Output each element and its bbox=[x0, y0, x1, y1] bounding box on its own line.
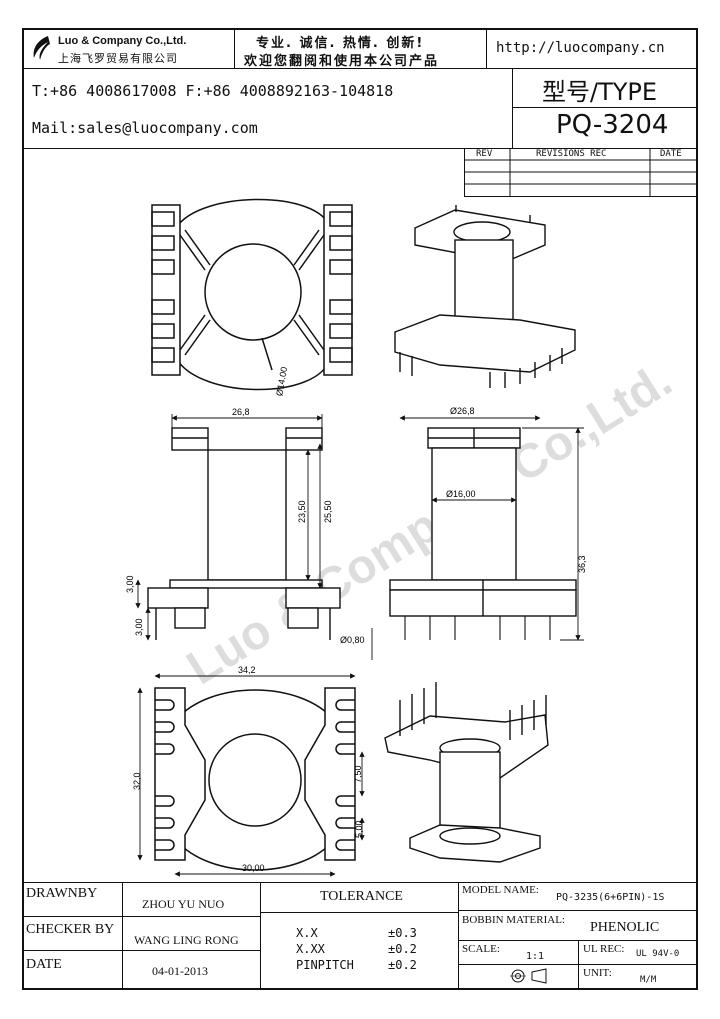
ul-value: UL 94V-0 bbox=[636, 949, 680, 959]
front-view bbox=[389, 427, 577, 640]
bottom-width-top-label: 34,2 bbox=[238, 665, 256, 675]
material-value: PHENOLIC bbox=[590, 920, 660, 935]
mail-address[interactable]: Mail:sales@luocompany.com bbox=[32, 119, 258, 137]
tb-right-sep bbox=[578, 940, 579, 990]
tb-row-1 bbox=[22, 916, 260, 917]
website-link[interactable]: http://luocompany.cn bbox=[496, 40, 665, 56]
side-h1-label: 23,50 bbox=[297, 500, 307, 523]
tolerance-label: TOLERANCE bbox=[320, 889, 403, 904]
tol1-key: X.X bbox=[296, 926, 318, 940]
drawnby-label: DRAWNBY bbox=[26, 886, 98, 901]
unit-value: M/M bbox=[640, 975, 657, 985]
scale-label: SCALE: bbox=[462, 943, 500, 955]
bottom-pitch2-label: 5,00 bbox=[354, 820, 364, 838]
model-value: PQ-3235(6+6PIN)-1S bbox=[556, 892, 665, 903]
front-dia-top-label: Ø26,8 bbox=[450, 406, 475, 416]
ul-label: UL REC: bbox=[583, 943, 625, 955]
slogan-line-2: 欢迎您翻阅和使用本公司产品 bbox=[244, 54, 440, 69]
date-label: DATE bbox=[26, 957, 62, 972]
tol3-val: ±0.2 bbox=[388, 958, 417, 972]
iso-view-bottom bbox=[384, 682, 549, 863]
header-sep-2 bbox=[486, 28, 487, 68]
front-height-label: 36,3 bbox=[577, 555, 587, 573]
iso-view-top bbox=[394, 205, 576, 388]
date-value: 04-01-2013 bbox=[152, 964, 208, 978]
type-label: 型号/TYPE bbox=[542, 78, 658, 106]
bottom-height-label: 32,0 bbox=[132, 772, 142, 790]
top-view bbox=[151, 198, 353, 391]
side-view bbox=[147, 427, 341, 640]
material-label: BOBBIN MATERIAL: bbox=[462, 914, 565, 926]
tb-sep-3 bbox=[458, 882, 459, 990]
company-logo-icon bbox=[28, 34, 52, 62]
bottom-pitch1-label: 7,50 bbox=[353, 765, 363, 783]
side-pin-label: 3,00 bbox=[134, 618, 144, 636]
front-view-dims bbox=[371, 415, 584, 660]
tol1-val: ±0.3 bbox=[388, 926, 417, 940]
tol3-key: PINPITCH bbox=[296, 958, 354, 972]
tol2-val: ±0.2 bbox=[388, 942, 417, 956]
front-dia-core-label: Ø16,00 bbox=[446, 489, 476, 499]
titleblock-top bbox=[22, 882, 698, 883]
phone-fax: T:+86 4008617008 F:+86 4008892163-104818 bbox=[32, 82, 394, 100]
company-name-cn: 上海飞罗贸易有限公司 bbox=[58, 52, 178, 65]
side-view-dims bbox=[135, 414, 323, 641]
rev-header: REV bbox=[476, 149, 493, 159]
header-bottom bbox=[22, 148, 698, 149]
top-dia-label: Ø14.00 bbox=[274, 366, 289, 397]
type-box-mid bbox=[512, 107, 698, 108]
scale-value: 1:1 bbox=[526, 951, 545, 962]
tb-right-row-1 bbox=[458, 910, 698, 911]
bottom-view-dims bbox=[137, 673, 365, 877]
type-value: PQ-3204 bbox=[556, 110, 669, 140]
drawnby-value: ZHOU YU NUO bbox=[142, 897, 225, 911]
tb-sep-2 bbox=[260, 882, 261, 990]
slogan-line-1: 专业. 诚信. 热情. 创新! bbox=[256, 36, 425, 51]
bottom-view bbox=[154, 687, 356, 871]
checker-label: CHECKER BY bbox=[26, 922, 115, 937]
checker-value: WANG LING RONG bbox=[134, 933, 239, 947]
header-divider bbox=[22, 68, 698, 69]
side-width-label: 26,8 bbox=[232, 407, 250, 417]
projection-symbol-icon bbox=[508, 966, 552, 986]
front-pin-dia-label: Ø0,80 bbox=[340, 635, 365, 645]
header-sep-1 bbox=[234, 28, 235, 68]
revisions-rec-header: REVISIONS REC bbox=[536, 149, 607, 159]
drawing-frame bbox=[22, 28, 698, 990]
tb-tol-row bbox=[260, 912, 458, 913]
side-flange-label: 3,00 bbox=[125, 575, 135, 593]
side-h2-label: 25,50 bbox=[323, 500, 333, 523]
type-box-left bbox=[512, 68, 513, 148]
tb-sep-1 bbox=[122, 882, 123, 990]
bottom-width-bottom-label: 30,00 bbox=[242, 863, 265, 873]
unit-label: UNIT: bbox=[583, 967, 612, 979]
company-name: Luo & Company Co.,Ltd. bbox=[58, 35, 187, 47]
model-label: MODEL NAME: bbox=[462, 884, 539, 896]
date-header: DATE bbox=[660, 149, 682, 159]
revision-table bbox=[464, 148, 698, 197]
tb-row-2 bbox=[22, 950, 260, 951]
tol2-key: X.XX bbox=[296, 942, 325, 956]
